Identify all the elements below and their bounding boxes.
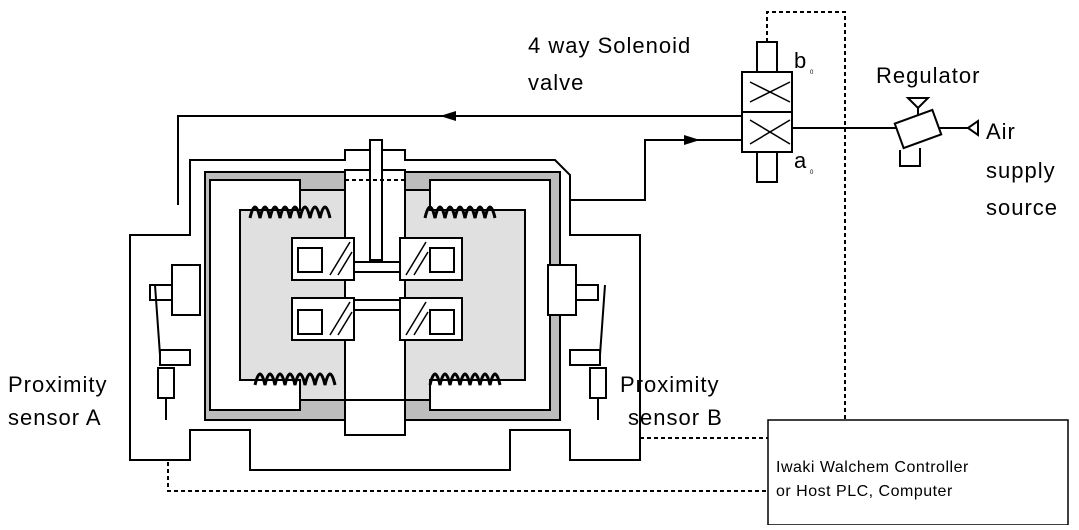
controller-label-line1: Iwaki Walchem Controller	[776, 459, 969, 476]
sensor-a-label-line2: sensor A	[8, 405, 102, 430]
solenoid-valve	[741, 41, 793, 183]
port-b-subscript: 0	[810, 70, 814, 76]
port-a-subscript: 0	[810, 170, 814, 176]
sensor-b-label-line2: sensor B	[628, 405, 723, 430]
air-supply-label-line3: source	[986, 195, 1058, 220]
controller-box	[767, 419, 1069, 526]
pump-body	[129, 139, 641, 471]
left-air-line	[177, 115, 742, 205]
air-supply-label-line2: supply	[986, 158, 1056, 183]
valve-label-line2: valve	[528, 70, 584, 95]
sensor-a-label-line1: Proximity	[8, 372, 107, 397]
right-air-line	[562, 139, 742, 201]
sensor-b-label-line1: Proximity	[620, 372, 719, 397]
regulator-symbol	[893, 97, 943, 167]
port-b-label: b	[794, 48, 807, 73]
air-supply-arrow	[966, 119, 979, 137]
valve-label-line1: 4 way Solenoid	[528, 33, 691, 58]
port-a-label: a	[794, 148, 807, 173]
air-supply-label-line1: Air	[986, 119, 1016, 144]
regulator-label: Regulator	[876, 63, 980, 88]
controller-label-line2: or Host PLC, Computer	[776, 483, 953, 500]
